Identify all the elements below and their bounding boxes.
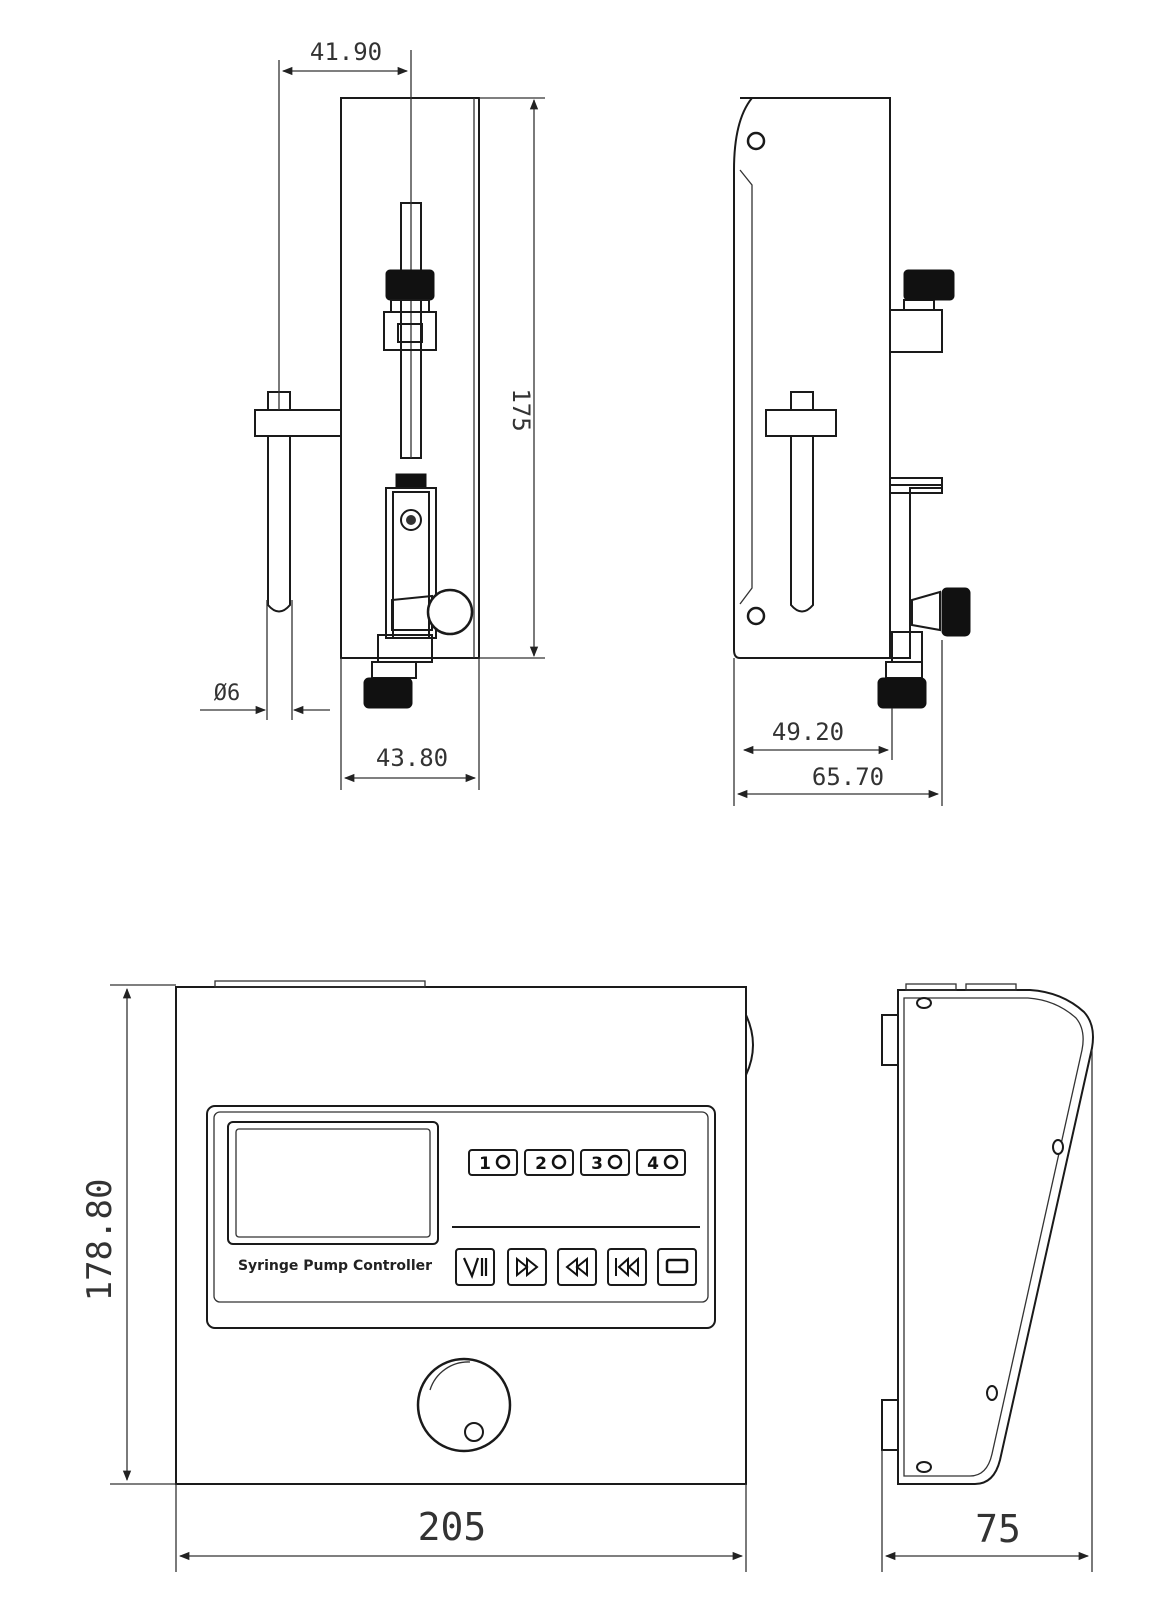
- dim-base-width: 43.80: [376, 744, 448, 772]
- channel-button-2[interactable]: 2: [524, 1149, 574, 1176]
- screw-icon: [916, 1461, 932, 1473]
- run-stop-icon: [462, 1257, 488, 1280]
- side-lower-knob: [941, 587, 971, 637]
- controller-side-view: 75: [881, 983, 1094, 1572]
- channel-button-1[interactable]: 1: [468, 1149, 518, 1176]
- svg-text:4: 4: [647, 1154, 659, 1174]
- dim-side-inner-depth: 49.20: [772, 718, 844, 746]
- rod-bracket: [254, 409, 342, 437]
- dim-controller-depth: 75: [975, 1507, 1021, 1551]
- svg-text:3: 3: [591, 1154, 603, 1174]
- dim-syringe-width: 41.90: [310, 38, 382, 66]
- lcd-screen: [227, 1121, 439, 1245]
- controller-body: [175, 986, 747, 1485]
- side-upper-knob: [903, 269, 955, 301]
- channel-button-4[interactable]: 4: [636, 1149, 686, 1176]
- screw-icon: [1052, 1139, 1064, 1155]
- syringe-clamp: [383, 311, 437, 351]
- fast-forward-button[interactable]: [507, 1248, 547, 1286]
- channel-button-3[interactable]: 3: [580, 1149, 630, 1176]
- fast-forward-icon: [516, 1256, 539, 1278]
- svg-text:2: 2: [535, 1154, 547, 1174]
- pump-side-view: 49.20 65.70: [733, 97, 971, 806]
- channel-buttons: 1 2 3 4: [468, 1149, 686, 1176]
- pump-body: [340, 97, 480, 659]
- controller-side-profile: [897, 989, 1094, 1485]
- pump-front-view: 41.90 175 Ø6 43.80: [200, 38, 545, 790]
- upper-knob: [385, 269, 435, 301]
- menu-button[interactable]: [657, 1248, 697, 1286]
- side-body: [733, 97, 891, 659]
- svg-text:1: 1: [479, 1154, 491, 1174]
- skip-back-icon: [615, 1256, 639, 1278]
- controller-front-view: 1 2 3 4 Syringe Pump Controller: [80, 980, 754, 1572]
- screw-icon: [916, 997, 932, 1009]
- rewind-button[interactable]: [557, 1248, 597, 1286]
- valve-knob: [426, 588, 474, 636]
- dim-rod-diameter: Ø6: [214, 681, 241, 706]
- control-panel: [206, 1105, 716, 1329]
- rewind-icon: [565, 1256, 588, 1278]
- dim-controller-width: 205: [418, 1505, 487, 1549]
- skip-back-button[interactable]: [607, 1248, 647, 1286]
- power-switch: [745, 1014, 754, 1076]
- menu-icon: [665, 1258, 689, 1274]
- screw-icon: [746, 131, 766, 151]
- dim-body-height: 175: [507, 388, 535, 431]
- rotary-knob[interactable]: [416, 1357, 512, 1453]
- dim-side-total-depth: 65.70: [812, 763, 884, 791]
- screw-icon: [746, 606, 766, 626]
- support-rod: [267, 436, 291, 613]
- panel-label: Syringe Pump Controller: [238, 1258, 432, 1274]
- dim-controller-height: 178.80: [80, 1179, 120, 1302]
- knob-indicator: [464, 1422, 484, 1442]
- side-bottom-knob: [877, 677, 927, 709]
- bottom-knob: [363, 677, 413, 709]
- side-tab: [881, 1399, 899, 1451]
- side-tab: [881, 1014, 899, 1066]
- run-stop-button[interactable]: [455, 1248, 495, 1286]
- screw-icon: [986, 1385, 998, 1401]
- control-buttons: [455, 1248, 697, 1286]
